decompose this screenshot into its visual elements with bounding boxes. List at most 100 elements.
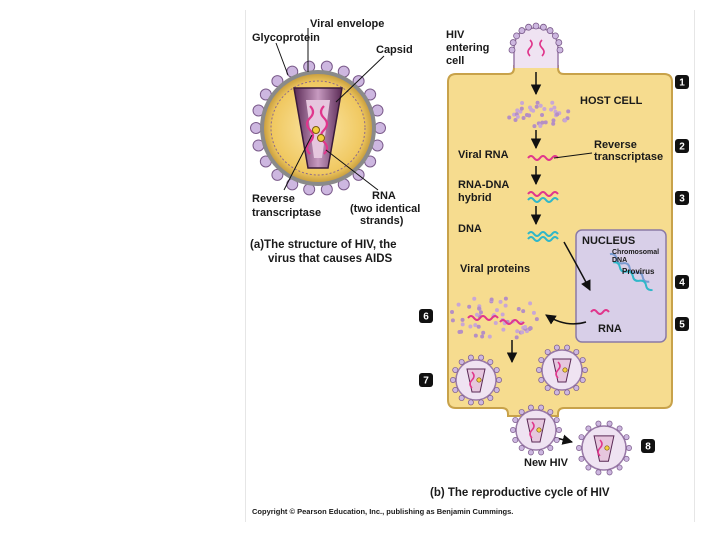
caption-b: (b) The reproductive cycle of HIV — [430, 487, 610, 499]
glycoprotein-knob — [556, 427, 562, 433]
viral-particle — [535, 100, 540, 105]
viral-particle — [531, 310, 536, 315]
glycoprotein-knob — [527, 404, 534, 411]
cytoplasm-rna-b — [499, 319, 525, 325]
new-hiv-virion — [576, 420, 632, 476]
arrow-integrate — [563, 241, 591, 291]
viral-particle — [515, 329, 520, 334]
label-nucleus: NUCLEUS — [582, 235, 635, 247]
hiv-virion — [250, 60, 386, 196]
viral-particle — [543, 120, 548, 125]
viral-particle — [528, 326, 533, 331]
virion-rt — [604, 445, 610, 451]
step-marker-3: 3 — [675, 191, 689, 205]
glycoprotein-knob — [555, 39, 563, 46]
glycoprotein-knob — [508, 46, 516, 54]
label-rna: RNA — [372, 190, 396, 202]
label-hybrid: hybrid — [458, 192, 492, 204]
virion-rna — [529, 421, 535, 439]
step-number: 2 — [679, 142, 685, 153]
step-number: 6 — [423, 312, 429, 323]
glycoprotein-knob — [585, 425, 592, 432]
glycoprotein-knob — [518, 409, 525, 415]
step-badge — [675, 275, 689, 289]
viral-particle — [513, 118, 518, 123]
glycoprotein-knob — [512, 417, 519, 423]
glycoprotein-knob — [544, 385, 551, 391]
viral-particle — [487, 334, 492, 339]
viral-particle — [552, 105, 557, 110]
leader-reverse-transcriptase — [553, 152, 593, 159]
viral-particle — [555, 112, 560, 117]
step-marker-8: 8 — [641, 439, 655, 453]
label-chromosomal: Chromosomal — [612, 249, 659, 256]
caption-a-line2: virus that causes AIDS — [268, 253, 393, 265]
provirus-dna — [613, 261, 653, 292]
label-dna: DNA — [458, 223, 482, 235]
step-marker-7: 7 — [419, 373, 433, 387]
glycoprotein-knob — [518, 27, 526, 34]
structure-leader-lines — [275, 28, 385, 191]
label-viral-rna: Viral RNA — [458, 149, 509, 161]
glycoprotein-knob — [458, 359, 465, 365]
glycoprotein-knob — [595, 469, 602, 476]
viral-particle — [515, 114, 520, 119]
glycoprotein-knob — [582, 367, 588, 373]
viral-particle — [566, 109, 571, 114]
glycoprotein-knob — [493, 367, 500, 373]
glycoprotein-knob — [538, 377, 545, 383]
step-badge — [675, 139, 689, 153]
label-viral-proteins: Viral proteins — [460, 263, 530, 275]
glycoprotein-knob — [540, 23, 547, 31]
glycoprotein-knob — [578, 455, 585, 462]
glycoprotein-knob — [606, 420, 613, 427]
glycoprotein-knob — [493, 387, 500, 393]
viral-particle — [520, 330, 525, 335]
viral-particle — [538, 124, 543, 129]
glycoprotein-knob — [544, 349, 551, 355]
label-rna-strands: strands) — [360, 215, 404, 227]
glycoprotein-knob — [553, 437, 560, 443]
leader-capsid — [335, 55, 385, 103]
viral-particle — [500, 312, 505, 317]
step-number: 1 — [679, 78, 685, 89]
viral-rna-strand — [527, 155, 559, 161]
label-reverse: Reverse — [594, 139, 637, 151]
glycoprotein-knob — [512, 437, 519, 443]
viral-particle — [473, 333, 478, 338]
viral-particle — [468, 324, 473, 329]
leader-rna — [325, 149, 379, 191]
glycoprotein-knob — [250, 122, 262, 134]
glycoprotein-knob — [564, 389, 571, 396]
viral-particle — [515, 108, 520, 113]
step-marker-2: 2 — [675, 139, 689, 153]
step-number: 5 — [679, 320, 685, 331]
dna-strand-a — [527, 231, 559, 237]
step-badge — [419, 309, 433, 323]
step-number: 3 — [679, 194, 685, 205]
glycoprotein-knob — [478, 354, 485, 361]
viral-particle — [481, 330, 486, 335]
glycoprotein-knob — [616, 425, 623, 432]
label-capsid: Capsid — [376, 44, 413, 56]
glycoprotein-knob — [573, 349, 580, 355]
cytoplasm-rna-a — [467, 315, 499, 321]
arrow-export — [545, 314, 587, 325]
step-badge — [641, 439, 655, 453]
glycoprotein-knob — [578, 434, 585, 441]
step-marker-6: 6 — [419, 309, 433, 323]
entering-virus — [508, 22, 564, 68]
glycoprotein-knob — [487, 395, 494, 401]
viral-particle — [503, 296, 508, 301]
glycoprotein-knob — [564, 344, 571, 351]
assembly-particles — [450, 296, 539, 340]
viral-particle — [516, 306, 521, 311]
hybrid-dna-strand — [527, 197, 559, 203]
glycoprotein-knob — [509, 39, 517, 46]
viral-particle — [563, 118, 568, 123]
glycoprotein-knob — [546, 27, 554, 34]
step-number: 8 — [645, 442, 651, 453]
reverse-transcriptase-a — [312, 126, 320, 134]
virion-rt — [536, 427, 542, 433]
viral-particle — [507, 115, 512, 120]
